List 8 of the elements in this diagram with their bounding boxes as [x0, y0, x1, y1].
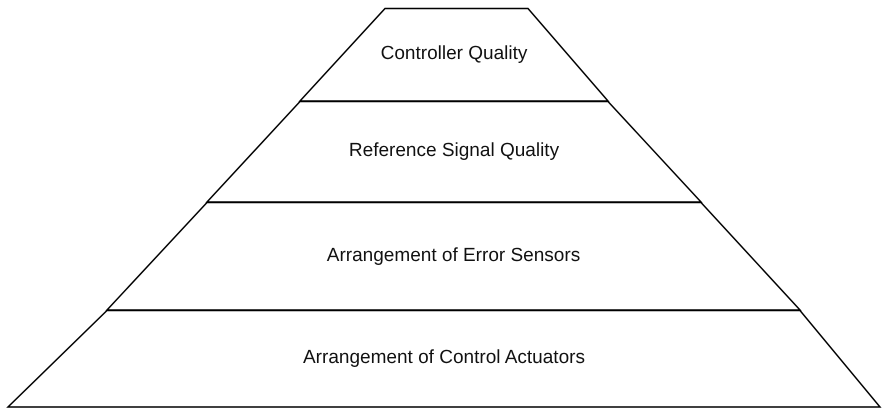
pyramid-band [300, 8, 608, 101]
pyramid-band [8, 310, 880, 407]
pyramid-band [207, 101, 701, 202]
band-label: Arrangement of Error Sensors [326, 244, 580, 268]
pyramid-band [107, 202, 800, 310]
band-label: Reference Signal Quality [348, 139, 560, 164]
band-label: Controller Quality [380, 42, 528, 66]
band-label: Arrangement of Control Actuators [303, 346, 585, 370]
